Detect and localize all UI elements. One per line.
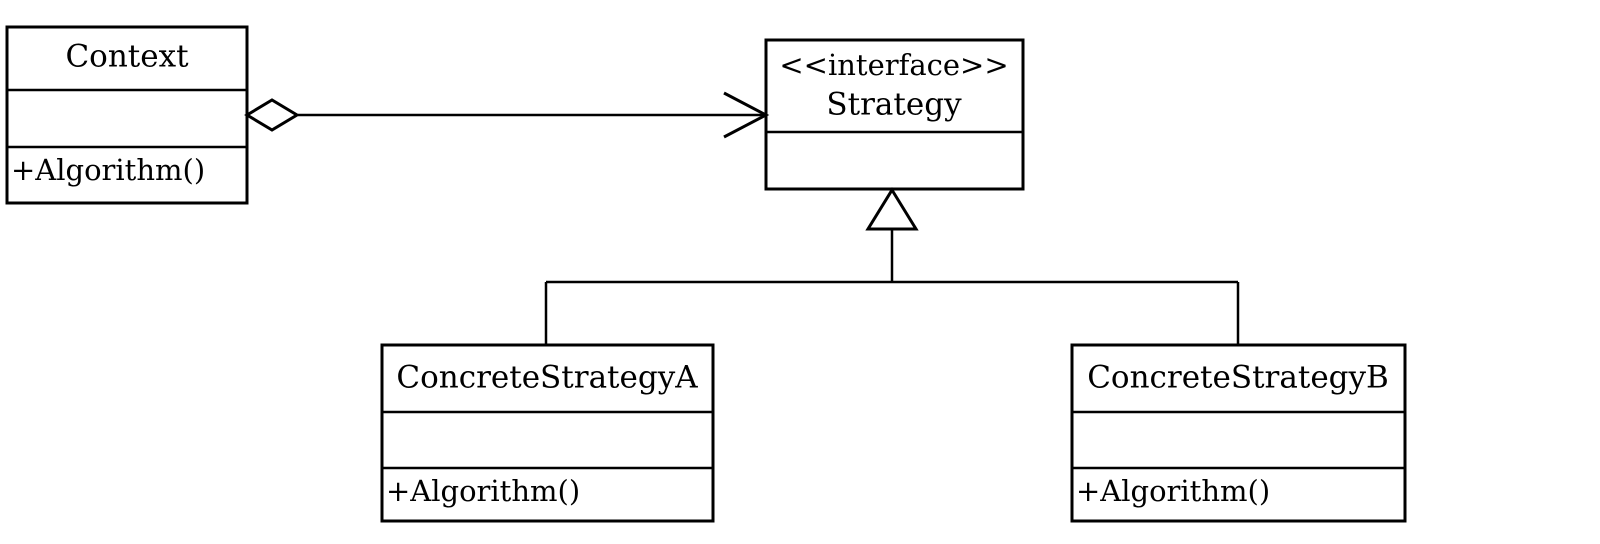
class-strategy-name: Strategy	[826, 87, 962, 123]
class-concrete-strategy-a-box	[380, 343, 715, 523]
class-strategy-stereotype: <<interface>>	[779, 48, 1008, 82]
class-concrete-strategy-a-name: ConcreteStrategyA	[396, 360, 698, 396]
aggregation-context-to-strategy	[244, 91, 770, 139]
generalization-tree	[544, 187, 1240, 345]
class-context: Context +Algorithm()	[5, 25, 249, 205]
class-strategy: <<interface>> Strategy	[764, 38, 1025, 191]
generalization-triangle-marker	[865, 187, 919, 231]
class-context-operation: +Algorithm()	[11, 153, 205, 187]
class-context-name: Context	[65, 39, 189, 75]
class-concrete-strategy-b-operation: +Algorithm()	[1076, 474, 1270, 508]
class-concrete-strategy-b-name: ConcreteStrategyB	[1087, 360, 1389, 396]
aggregation-diamond-marker	[244, 98, 300, 132]
class-concrete-strategy-a: ConcreteStrategyA +Algorithm()	[380, 343, 715, 523]
class-concrete-strategy-a-operation: +Algorithm()	[386, 474, 580, 508]
class-concrete-strategy-b: ConcreteStrategyB +Algorithm()	[1070, 343, 1407, 523]
class-strategy-box	[764, 38, 1025, 191]
class-context-box	[5, 25, 249, 205]
aggregation-open-arrowhead	[723, 91, 770, 139]
